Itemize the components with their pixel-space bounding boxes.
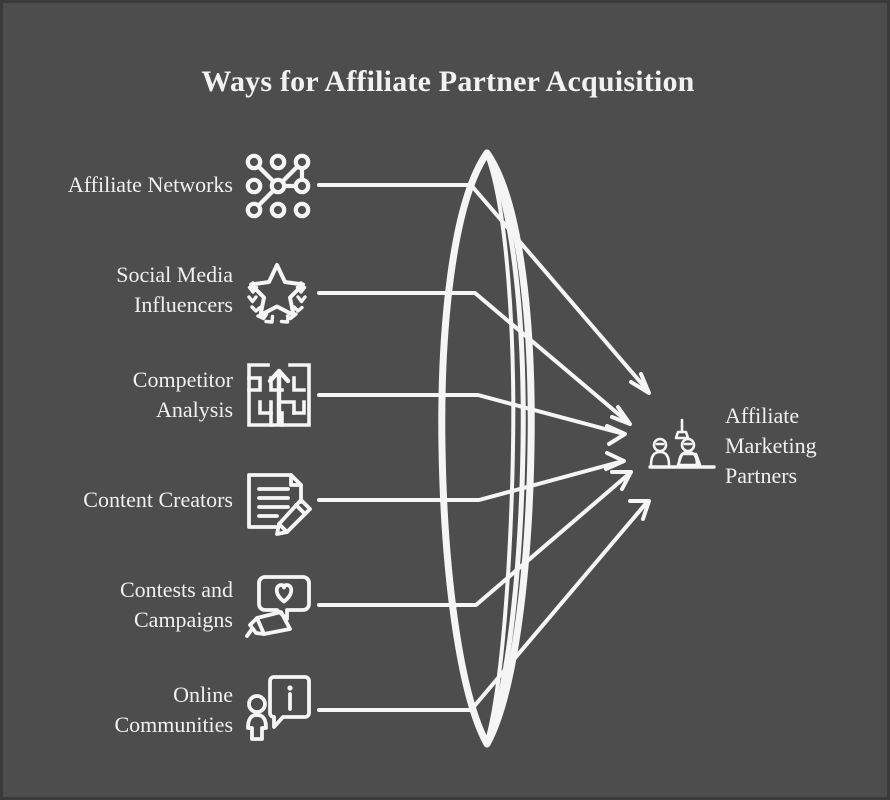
- diagram-graphics: [317, 149, 651, 748]
- arrowhead-social-media-influencers: [610, 405, 632, 426]
- network-nodes-icon: [243, 151, 313, 221]
- label-line: Affiliate: [725, 403, 800, 428]
- label-line: Communities: [114, 712, 233, 737]
- label-line: Influencers: [134, 292, 233, 317]
- label-line: Social Media: [116, 262, 233, 287]
- connector-competitor-analysis: [317, 393, 626, 436]
- label-online-communities: Online Communities: [28, 680, 233, 740]
- label-line: Campaigns: [134, 607, 233, 632]
- label-line: Affiliate Networks: [67, 172, 233, 197]
- label-content-creators: Content Creators: [28, 485, 233, 515]
- label-line: Content Creators: [83, 487, 233, 512]
- page-title: Ways for Affiliate Partner Acquisition: [201, 65, 695, 98]
- arrowhead-contests-campaigns: [610, 470, 633, 491]
- label-line: Analysis: [156, 397, 233, 422]
- person-info-bubble-icon: [243, 669, 313, 741]
- label-line: Partners: [725, 463, 798, 488]
- label-line: Online: [173, 682, 233, 707]
- label-line: Competitor: [132, 367, 233, 392]
- partners-desk-icon: [648, 418, 716, 476]
- star-laurel-icon: [241, 261, 311, 331]
- funnel-inner-contour: [485, 153, 516, 743]
- label-line: Contests and: [119, 577, 233, 602]
- label-affiliate-networks: Affiliate Networks: [28, 170, 233, 200]
- connector-contests-campaigns: [317, 471, 632, 607]
- funnel-mid-contour: [484, 152, 526, 744]
- connector-social-media-influencers: [317, 291, 631, 425]
- label-line: Marketing: [725, 433, 817, 458]
- label-contests-and-campaigns: Contests and Campaigns: [28, 575, 233, 635]
- arrowhead-affiliate-networks: [629, 372, 651, 395]
- megaphone-heart-icon: [243, 571, 313, 641]
- funnel-outer-contour: [438, 149, 535, 748]
- document-pencil-icon: [243, 469, 313, 539]
- label-competitor-analysis: Competitor Analysis: [28, 365, 233, 425]
- arrowhead-content-creators: [604, 451, 626, 471]
- arrowhead-online-communities: [628, 499, 651, 521]
- maze-arrow-icon: [244, 360, 314, 430]
- connector-affiliate-networks: [317, 183, 650, 393]
- label-social-media-influencers: Social Media Influencers: [28, 260, 233, 320]
- label-affiliate-marketing-partners: Affiliate Marketing Partners: [725, 401, 875, 491]
- arrowhead-competitor-analysis: [605, 424, 627, 446]
- connector-content-creators: [317, 459, 625, 502]
